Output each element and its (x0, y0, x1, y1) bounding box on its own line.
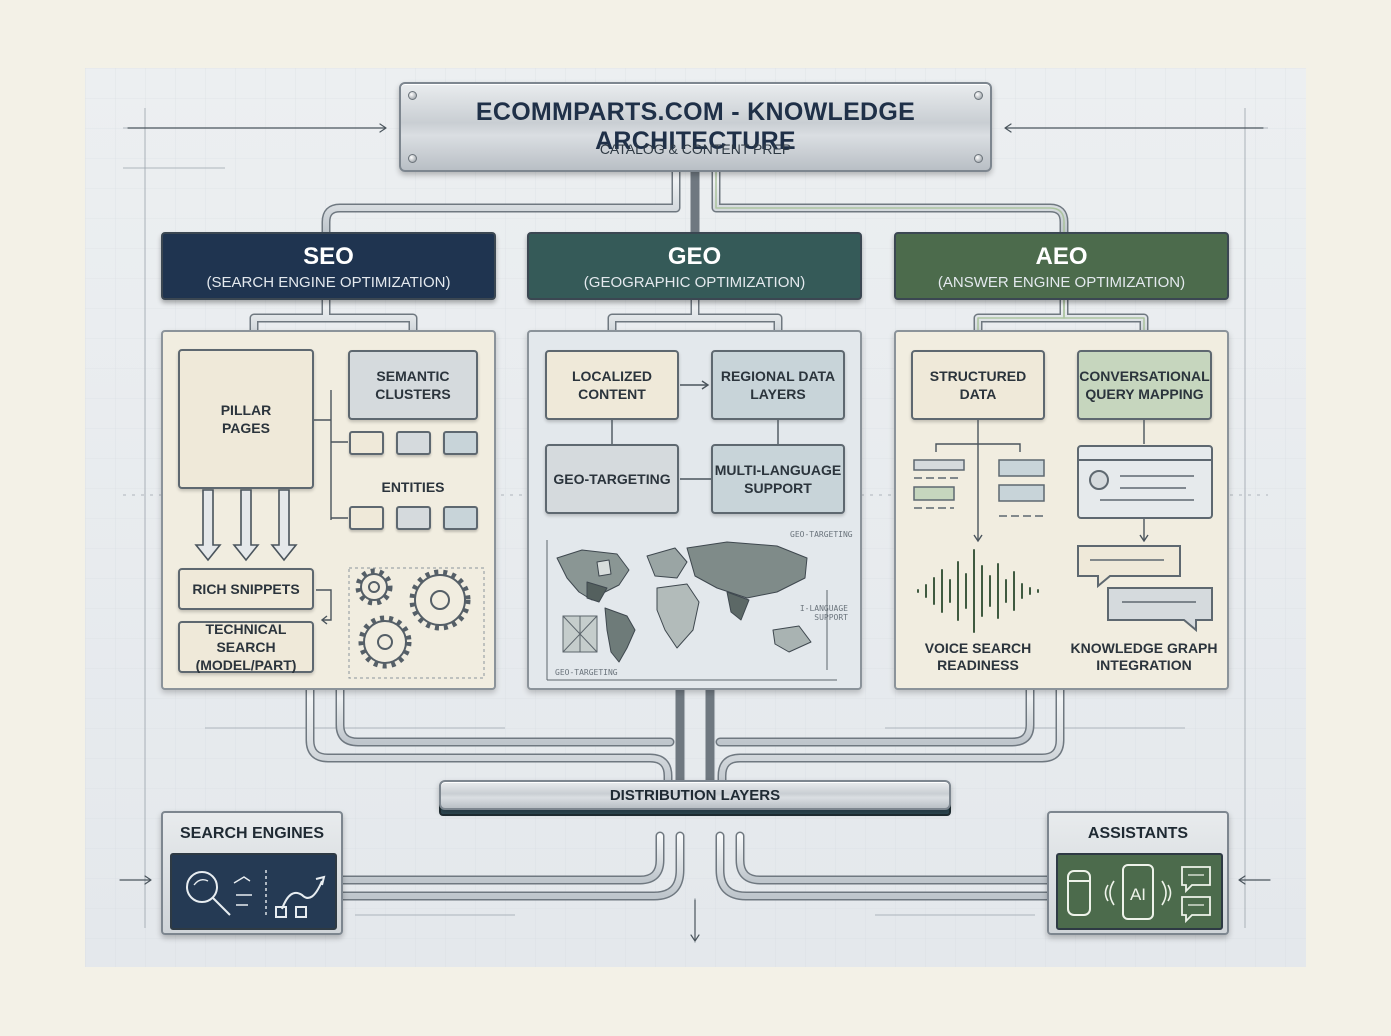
map-note-mid: I-LANGUAGE SUPPORT (799, 604, 848, 622)
multi-language-box: MULTI-LANGUAGE SUPPORT (711, 444, 845, 514)
browser-window-icon (1077, 445, 1213, 519)
map-note-bottom: GEO-TARGETING (555, 668, 618, 677)
ai-glyph: AI (1130, 885, 1146, 904)
distribution-label: DISTRIBUTION LAYERS (609, 786, 781, 804)
page-subtitle: CATALOG & CONTENT PREP (599, 141, 792, 157)
analytics-path-icon (275, 875, 326, 918)
search-engines-panel: SEARCH ENGINES (161, 811, 343, 935)
rivet (408, 91, 417, 100)
distribution-layers: DISTRIBUTION LAYERS (439, 780, 951, 836)
magnifier-icon (186, 871, 252, 916)
data-rows-icon (913, 459, 1045, 517)
cluster-node (443, 431, 478, 455)
search-engines-label: SEARCH ENGINES (179, 825, 325, 842)
entity-node (396, 506, 431, 530)
voice-search-label: VOICE SEARCH READINESS (924, 640, 1032, 673)
chat-bubble-icon (1077, 545, 1213, 633)
localized-content-box: LOCALIZED CONTENT (545, 350, 679, 420)
geo-header: GEO (GEOGRAPHIC OPTIMIZATION) (527, 232, 862, 300)
world-map-icon (556, 541, 812, 663)
geo-targeting-box: GEO-TARGETING (545, 444, 679, 514)
cluster-node (396, 431, 431, 455)
regional-data-layers-box: REGIONAL DATA LAYERS (711, 350, 845, 420)
signal-waves-icon (1104, 880, 1172, 906)
search-engines-screen (170, 853, 337, 930)
header-plate: ECOMMPARTS.COM - KNOWLEDGE ARCHITECTURE … (399, 82, 992, 172)
entities-label: ENTITIES (381, 479, 445, 495)
rich-snippets-box: RICH SNIPPETS (178, 568, 314, 610)
cluster-node (349, 431, 384, 455)
rivet (974, 154, 983, 163)
geo-subtitle: (GEOGRAPHIC OPTIMIZATION) (583, 274, 806, 291)
chat-bubble-icon (1181, 866, 1211, 924)
page-title: ECOMMPARTS.COM - KNOWLEDGE ARCHITECTURE (475, 98, 916, 155)
assistant-icons: AI (1067, 864, 1211, 924)
structured-data-box: STRUCTURED DATA (911, 350, 1045, 420)
seo-subtitle: (SEARCH ENGINE OPTIMIZATION) (206, 274, 451, 291)
rivet (408, 154, 417, 163)
aeo-header: AEO (ANSWER ENGINE OPTIMIZATION) (894, 232, 1229, 300)
smart-speaker-icon (1067, 870, 1091, 916)
conversational-query-box: CONVERSATIONAL QUERY MAPPING (1077, 350, 1212, 420)
seo-header: SEO (SEARCH ENGINE OPTIMIZATION) (161, 232, 496, 300)
entity-node (349, 506, 384, 530)
semantic-clusters-box: SEMANTIC CLUSTERS (348, 350, 478, 420)
waveform-icon (917, 549, 1039, 633)
assistants-panel: ASSISTANTS AI (1047, 811, 1229, 935)
knowledge-graph-label: KNOWLEDGE GRAPH INTEGRATION (1070, 640, 1218, 673)
geo-diagram (546, 380, 837, 681)
rivet (974, 91, 983, 100)
aeo-title: AEO (1035, 243, 1088, 270)
aeo-diagram (913, 420, 1213, 633)
layer-bar (439, 780, 951, 810)
down-arrow-icon (194, 489, 298, 562)
phone-ai-icon (1122, 864, 1154, 920)
gear-icon (355, 568, 471, 669)
technical-search-box: TECHNICAL SEARCH (MODEL/PART) (178, 621, 314, 673)
map-note-top: GEO-TARGETING (790, 530, 853, 539)
aeo-subtitle: (ANSWER ENGINE OPTIMIZATION) (937, 274, 1186, 291)
assistants-label: ASSISTANTS (1087, 825, 1189, 842)
geo-title: GEO (667, 243, 722, 270)
assistants-screen: AI (1056, 853, 1223, 930)
seo-title: SEO (303, 243, 354, 270)
search-engine-icons (186, 870, 326, 918)
pillar-pages-box: PILLAR PAGES (178, 349, 314, 489)
seo-connectors (194, 390, 485, 679)
entity-node (443, 506, 478, 530)
